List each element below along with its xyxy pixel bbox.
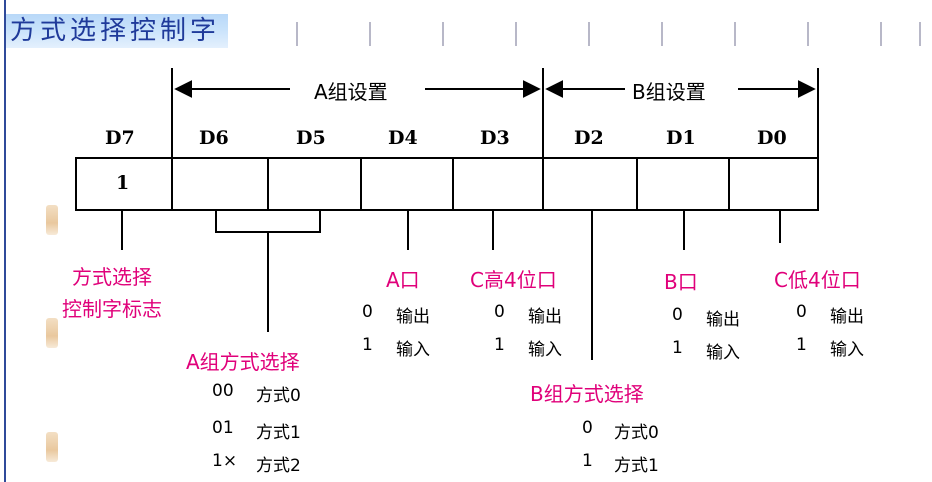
a-mode-text: 方式2	[256, 456, 301, 476]
group-b-label: B组设置	[628, 76, 710, 105]
bit-header-d6: D6	[199, 127, 229, 149]
group-a-label: A组设置	[310, 76, 392, 105]
a-mode-code: 00	[212, 381, 234, 401]
a-mode-title: A组方式选择	[186, 350, 300, 374]
bit-header-d7: D7	[105, 127, 135, 149]
a-port-code: 1	[362, 335, 373, 355]
a-mode-text: 方式0	[256, 386, 301, 406]
decorative-mark	[46, 205, 58, 235]
bit-header-d0: D0	[757, 127, 787, 149]
b-port-title: B口	[664, 270, 698, 294]
register-box	[75, 157, 819, 211]
c-low-code: 1	[796, 335, 807, 355]
c-high-title: C高4位口	[470, 268, 557, 292]
b-mode-code: 1	[582, 451, 593, 471]
b-mode-title: B组方式选择	[530, 382, 644, 406]
b-port-text: 输入	[706, 343, 740, 363]
c-low-title: C低4位口	[774, 268, 861, 292]
c-low-text: 输入	[830, 340, 864, 360]
c-high-code: 0	[494, 302, 505, 322]
c-low-text: 输出	[830, 307, 864, 327]
a-mode-code: 01	[212, 418, 234, 438]
bit-header-d5: D5	[296, 127, 326, 149]
d6-d5-bracket	[215, 210, 321, 233]
a-port-code: 0	[362, 302, 373, 322]
top-dash-marks	[296, 22, 921, 46]
a-mode-code: 1×	[212, 451, 238, 471]
decorative-mark	[46, 432, 58, 462]
bit-header-d4: D4	[388, 127, 418, 149]
b-mode-code: 0	[582, 418, 593, 438]
a-port-title: A口	[386, 268, 420, 292]
c-high-code: 1	[494, 335, 505, 355]
b-mode-text: 方式0	[614, 423, 659, 443]
bit-header-d2: D2	[574, 127, 604, 149]
b-mode-text: 方式1	[614, 456, 659, 476]
d7-cell-value: 1	[116, 172, 130, 194]
bit-header-d3: D3	[480, 127, 510, 149]
page-title: 方式选择控制字	[6, 14, 229, 48]
a-port-text: 输入	[396, 340, 430, 360]
a-port-text: 输出	[396, 307, 430, 327]
a-mode-text: 方式1	[256, 423, 301, 443]
decorative-mark	[46, 318, 58, 348]
c-low-code: 0	[796, 302, 807, 322]
left-border-rule	[4, 0, 6, 482]
b-port-code: 1	[672, 338, 683, 358]
c-high-text: 输入	[528, 340, 562, 360]
d7-label-line1: 方式选择	[72, 265, 152, 289]
bit-header-d1: D1	[666, 127, 696, 149]
d7-label-line2: 控制字标志	[62, 297, 162, 321]
b-port-text: 输出	[706, 310, 740, 330]
c-high-text: 输出	[528, 307, 562, 327]
b-port-code: 0	[672, 305, 683, 325]
